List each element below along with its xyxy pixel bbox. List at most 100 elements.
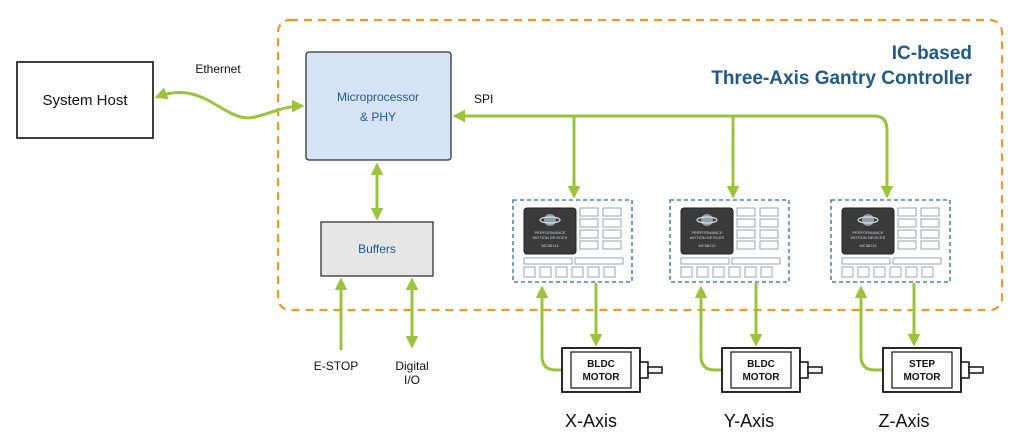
board-pad [889,266,902,278]
controller-boundary [276,18,1004,312]
board-pad [873,266,886,278]
motion-ic-chip [680,207,734,255]
board-connector [523,257,573,265]
ethernet-label: Ethernet [195,62,241,76]
motor-shaft [968,366,984,374]
board-component [759,218,779,228]
chip-brand-line2: MOTION DEVICES [851,235,886,240]
board-component [602,218,622,228]
buffers-label: Buffers [358,242,396,256]
microprocessor-label-line2: & PHY [360,110,396,124]
chip-brand-line1: PERFORMANCE [852,230,883,235]
board-component [736,207,756,217]
board-connector [680,257,730,265]
ic-dashed-box [669,199,790,283]
board-pad [555,266,568,278]
board-component [579,218,599,228]
buffers-box [320,221,434,277]
chip-logo-icon [862,214,874,226]
motor-shaft [807,366,823,374]
microprocessor-label-line1: Microprocessor [337,90,419,104]
board-component [897,207,917,217]
motor-shaft [647,366,663,374]
board-pad [728,266,741,278]
ic-dashed-box [512,199,633,283]
board-component [602,229,622,239]
axis-label: Z-Axis [879,411,930,431]
chip-brand-line2: MOTION DEVICES [533,235,568,240]
board-component [897,229,917,239]
system-host-label: System Host [42,92,128,109]
chip-logo-icon [544,214,556,226]
board-component [602,207,622,217]
board-component [920,240,940,250]
board-component [759,240,779,250]
feedback-arrow [694,285,722,372]
board-component [920,229,940,239]
motor-flange [799,361,809,379]
motor-flange [639,361,649,379]
ethernet-link [154,87,305,120]
board-pad [857,266,870,278]
board-component [897,218,917,228]
axis-label: X-Axis [565,411,617,431]
board-pad [760,266,773,278]
board-component [579,229,599,239]
board-component [602,240,622,250]
board-component [897,240,917,250]
motor-label-line2: MOTOR [582,372,620,383]
chip-logo-ring-icon [539,216,561,224]
motion-ic-chip [841,207,895,255]
chip-part-number: MC58113 [859,243,877,248]
chip-brand-line1: PERFORMANCE [691,230,722,235]
board-component [736,229,756,239]
estop-label: E-STOP [314,359,358,373]
chip-part-number: MC58113 [698,243,716,248]
motor-label-line1: BLDC [587,359,615,370]
board-pad [680,266,693,278]
system-host-box [16,61,154,139]
microprocessor-box [305,51,452,161]
digital-io-label-line1: Digital [395,359,428,373]
board-component [736,218,756,228]
board-component [759,207,779,217]
chip-part-number: MC58113 [541,243,559,248]
motor-label-line2: MOTOR [903,372,941,383]
diagram-title-line2: Three-Axis Gantry Controller [711,68,972,89]
board-connector [731,257,781,265]
chip-logo-ring-icon [857,216,879,224]
feedback-arrow [535,285,562,372]
chip-brand-line1: PERFORMANCE [534,230,565,235]
board-component [920,218,940,228]
chip-brand-line2: MOTION DEVICES [690,235,725,240]
board-pad [696,266,709,278]
board-pad [523,266,536,278]
board-connector [892,257,942,265]
board-pad [587,266,600,278]
chip-logo-icon [701,214,713,226]
feedback-arrow [854,285,883,372]
board-pad [571,266,584,278]
board-connector [841,257,891,265]
board-component [736,240,756,250]
spi-label: SPI [474,92,493,106]
axis-label: Y-Axis [724,411,774,431]
board-pad [744,266,757,278]
ic-dashed-box [830,199,951,283]
motor-label-line1: BLDC [747,359,775,370]
board-pad [921,266,934,278]
motor-label-line1: STEP [909,359,935,370]
digital-io-label-line2: I/O [404,373,420,387]
board-component [920,207,940,217]
board-component [579,240,599,250]
motor-flange [960,361,970,379]
board-pad [905,266,918,278]
board-pad [603,266,616,278]
board-component [579,207,599,217]
motor-inner-frame [570,351,632,389]
